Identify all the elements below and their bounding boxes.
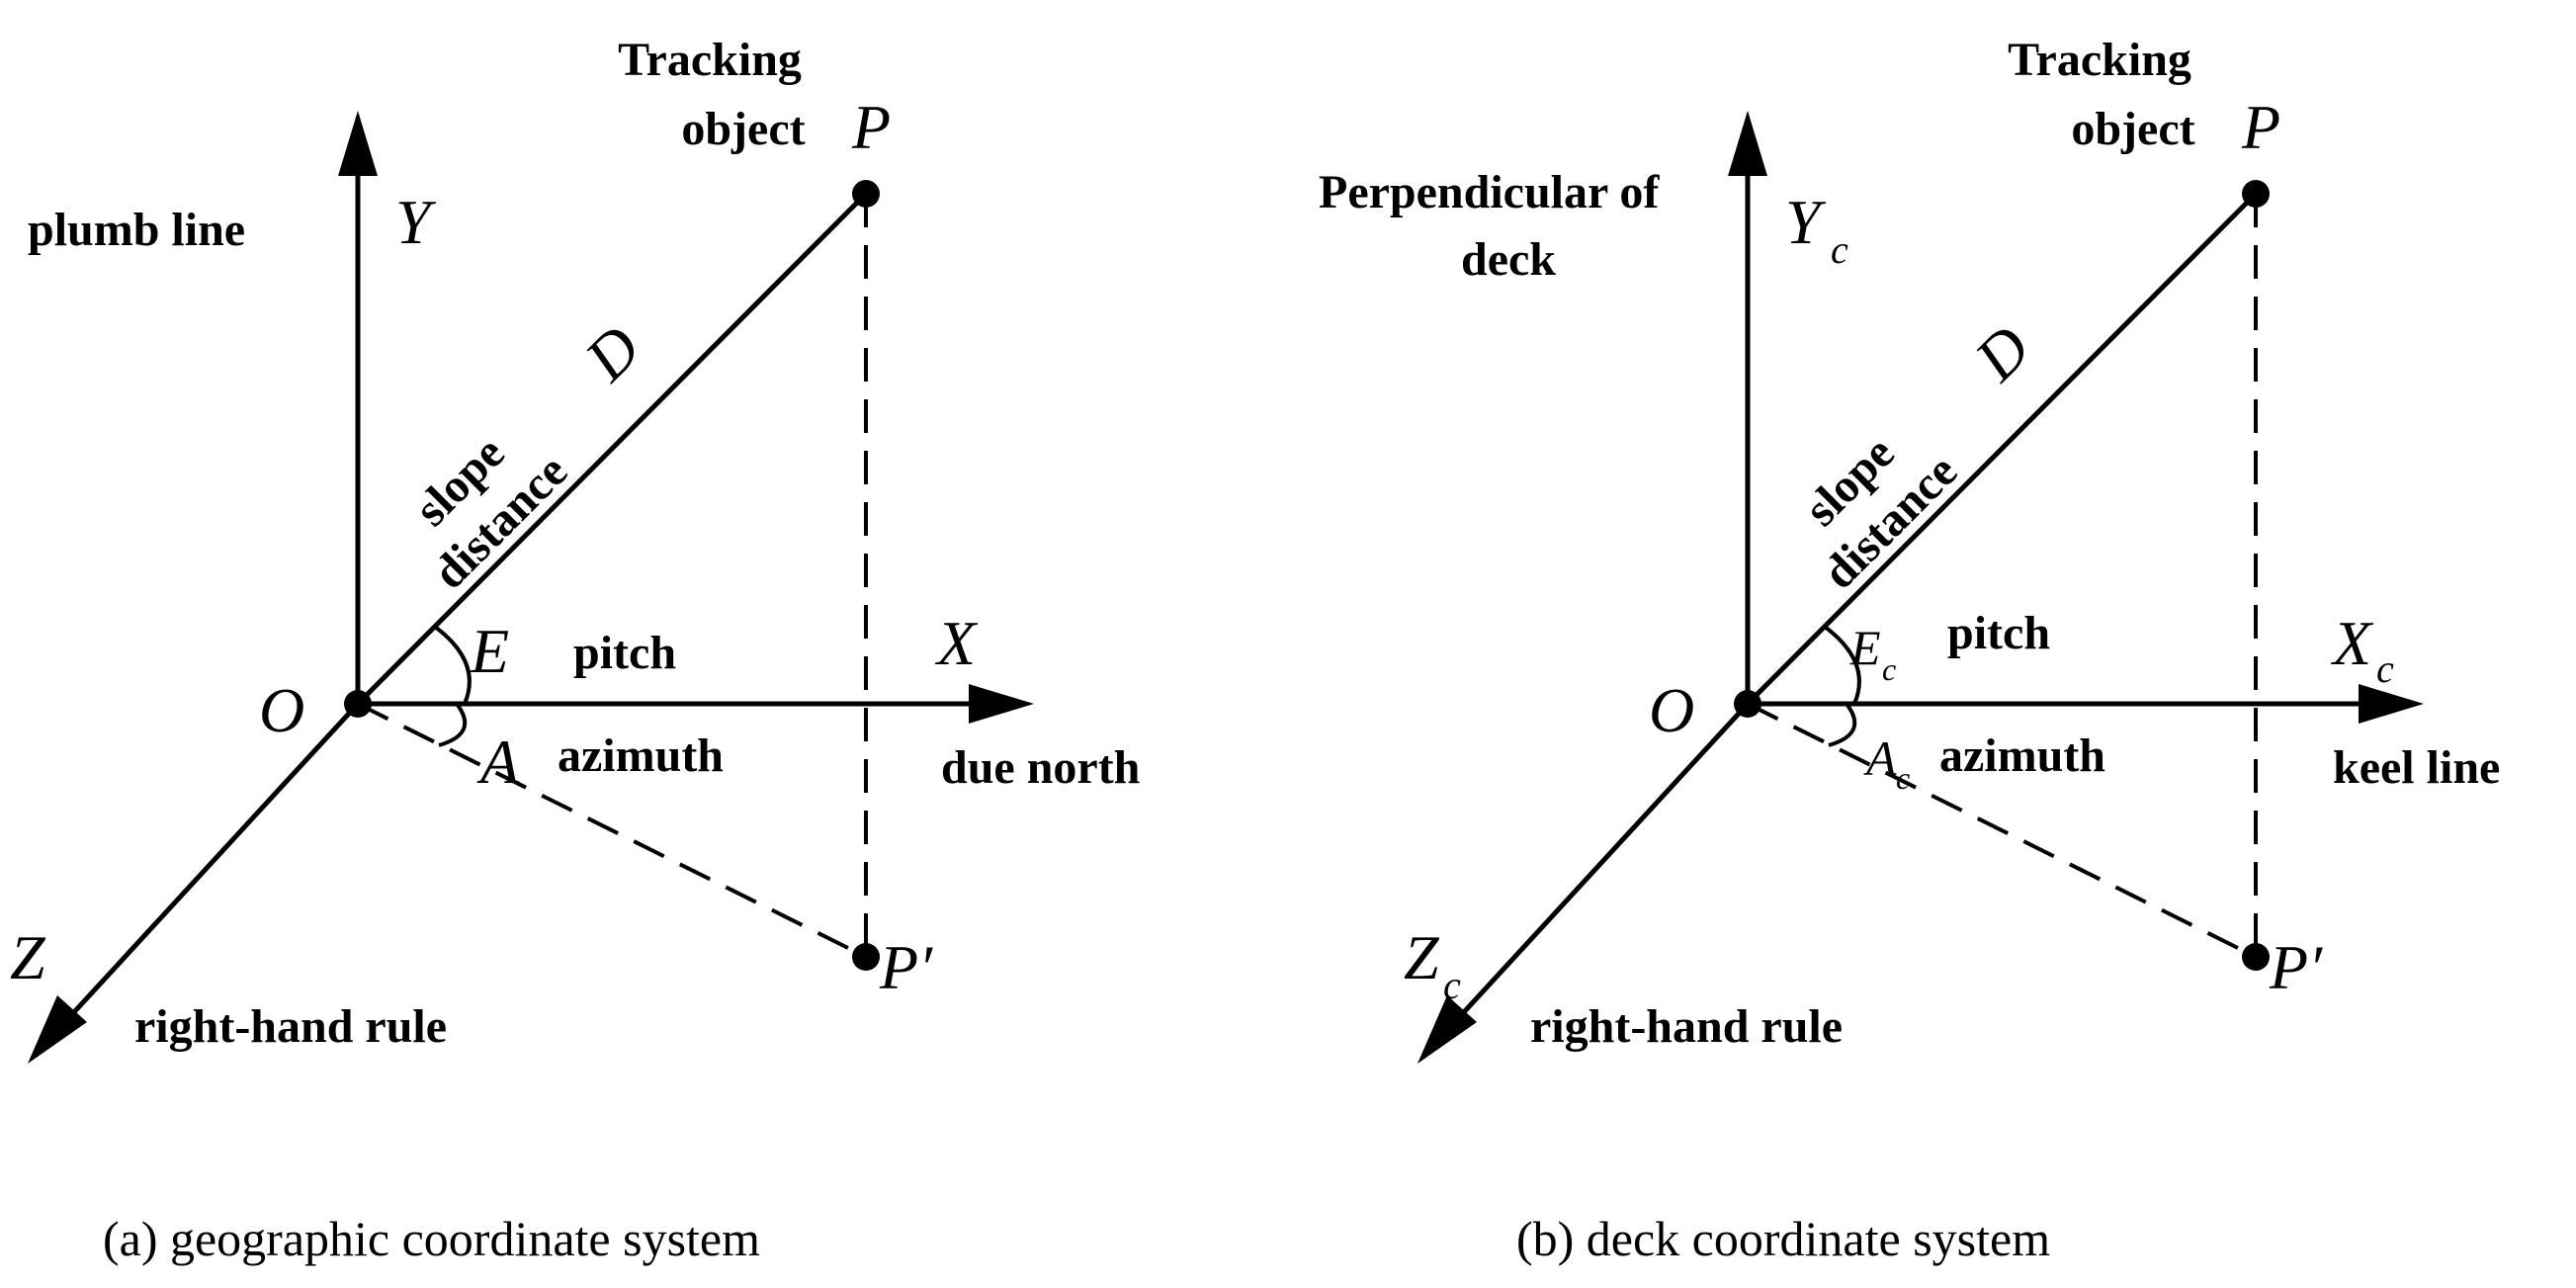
origin-point: [344, 690, 372, 718]
projection-horizontal-dashed: [357, 702, 867, 959]
z-axis-arrowhead: [28, 995, 87, 1064]
z-axis-name: right-hand rule: [134, 1000, 447, 1053]
azimuth-name: azimuth: [1939, 730, 2105, 782]
projection-point: [2242, 943, 2270, 971]
pitch-symbol: E: [470, 616, 509, 686]
origin-label: O: [259, 675, 304, 745]
x-axis-symbol-sub: c: [2376, 646, 2394, 691]
pitch-symbol-sub: c: [1882, 651, 1896, 687]
z-axis-arrowhead: [1417, 995, 1477, 1064]
pitch-angle-arc: [1823, 625, 1861, 705]
panel-a-geographic: plumb line Y Tracking object P P′ X due …: [10, 34, 1140, 1266]
x-axis-symbol: X: [934, 608, 979, 678]
y-axis-symbol: Y: [395, 187, 437, 257]
slope-distance-line: [1746, 192, 2258, 706]
target-title-line2: object: [681, 103, 805, 155]
slope-symbol: D: [1961, 312, 2044, 395]
y-axis-symbol-sub: c: [1831, 227, 1848, 272]
slope-label-group: slope distance: [405, 427, 578, 600]
y-axis-name-line1: Perpendicular of: [1319, 166, 1660, 218]
y-axis-name: plumb line: [28, 204, 245, 256]
y-axis-arrowhead: [1728, 111, 1767, 176]
target-symbol: P: [2241, 92, 2280, 162]
x-axis-arrowhead: [2359, 684, 2424, 724]
slope-label-group: slope distance: [1795, 427, 1968, 600]
pitch-symbol: E: [1849, 620, 1881, 675]
target-symbol: P: [851, 92, 891, 162]
target-title-line1: Tracking: [2008, 34, 2191, 86]
projection-symbol: P′: [2269, 932, 2323, 1002]
y-axis-name-line2: deck: [1461, 233, 1556, 286]
caption-a: (a) geographic coordinate system: [103, 1211, 760, 1266]
target-title-line1: Tracking: [618, 34, 802, 86]
azimuth-symbol-sub: c: [1896, 760, 1910, 796]
x-axis-symbol: X: [2330, 608, 2374, 678]
azimuth-symbol: A: [1863, 730, 1897, 786]
pitch-name: pitch: [573, 627, 676, 679]
x-axis-name: keel line: [2333, 741, 2500, 794]
z-axis-symbol: Z: [10, 922, 46, 992]
z-axis-symbol-sub: c: [1443, 963, 1461, 1007]
z-axis-name: right-hand rule: [1530, 1000, 1843, 1053]
z-axis-line: [1449, 702, 1750, 1028]
y-axis-arrowhead: [338, 111, 378, 176]
target-point: [2242, 180, 2270, 208]
target-title-line2: object: [2071, 103, 2194, 155]
z-axis-line: [59, 702, 360, 1028]
projection-symbol: P′: [879, 932, 933, 1002]
azimuth-symbol: A: [476, 727, 520, 797]
x-axis-name: due north: [941, 741, 1140, 794]
projection-horizontal-dashed: [1747, 702, 2257, 959]
azimuth-angle-arc: [1828, 702, 1857, 747]
panel-b-deck: Perpendicular of deck Y c Tracking objec…: [1319, 34, 2500, 1266]
origin-point: [1734, 690, 1761, 718]
slope-symbol: D: [571, 312, 654, 395]
azimuth-angle-arc: [438, 702, 468, 747]
pitch-name: pitch: [1947, 607, 2050, 659]
y-axis-symbol: Y: [1785, 187, 1827, 257]
x-axis-arrowhead: [969, 684, 1034, 724]
target-point: [852, 180, 880, 208]
projection-point: [852, 943, 880, 971]
azimuth-name: azimuth: [558, 730, 724, 782]
pitch-angle-arc: [433, 625, 472, 705]
z-axis-symbol: Z: [1404, 922, 1440, 992]
origin-label: O: [1649, 675, 1694, 745]
slope-distance-line: [356, 192, 868, 706]
caption-b: (b) deck coordinate system: [1516, 1211, 2050, 1266]
